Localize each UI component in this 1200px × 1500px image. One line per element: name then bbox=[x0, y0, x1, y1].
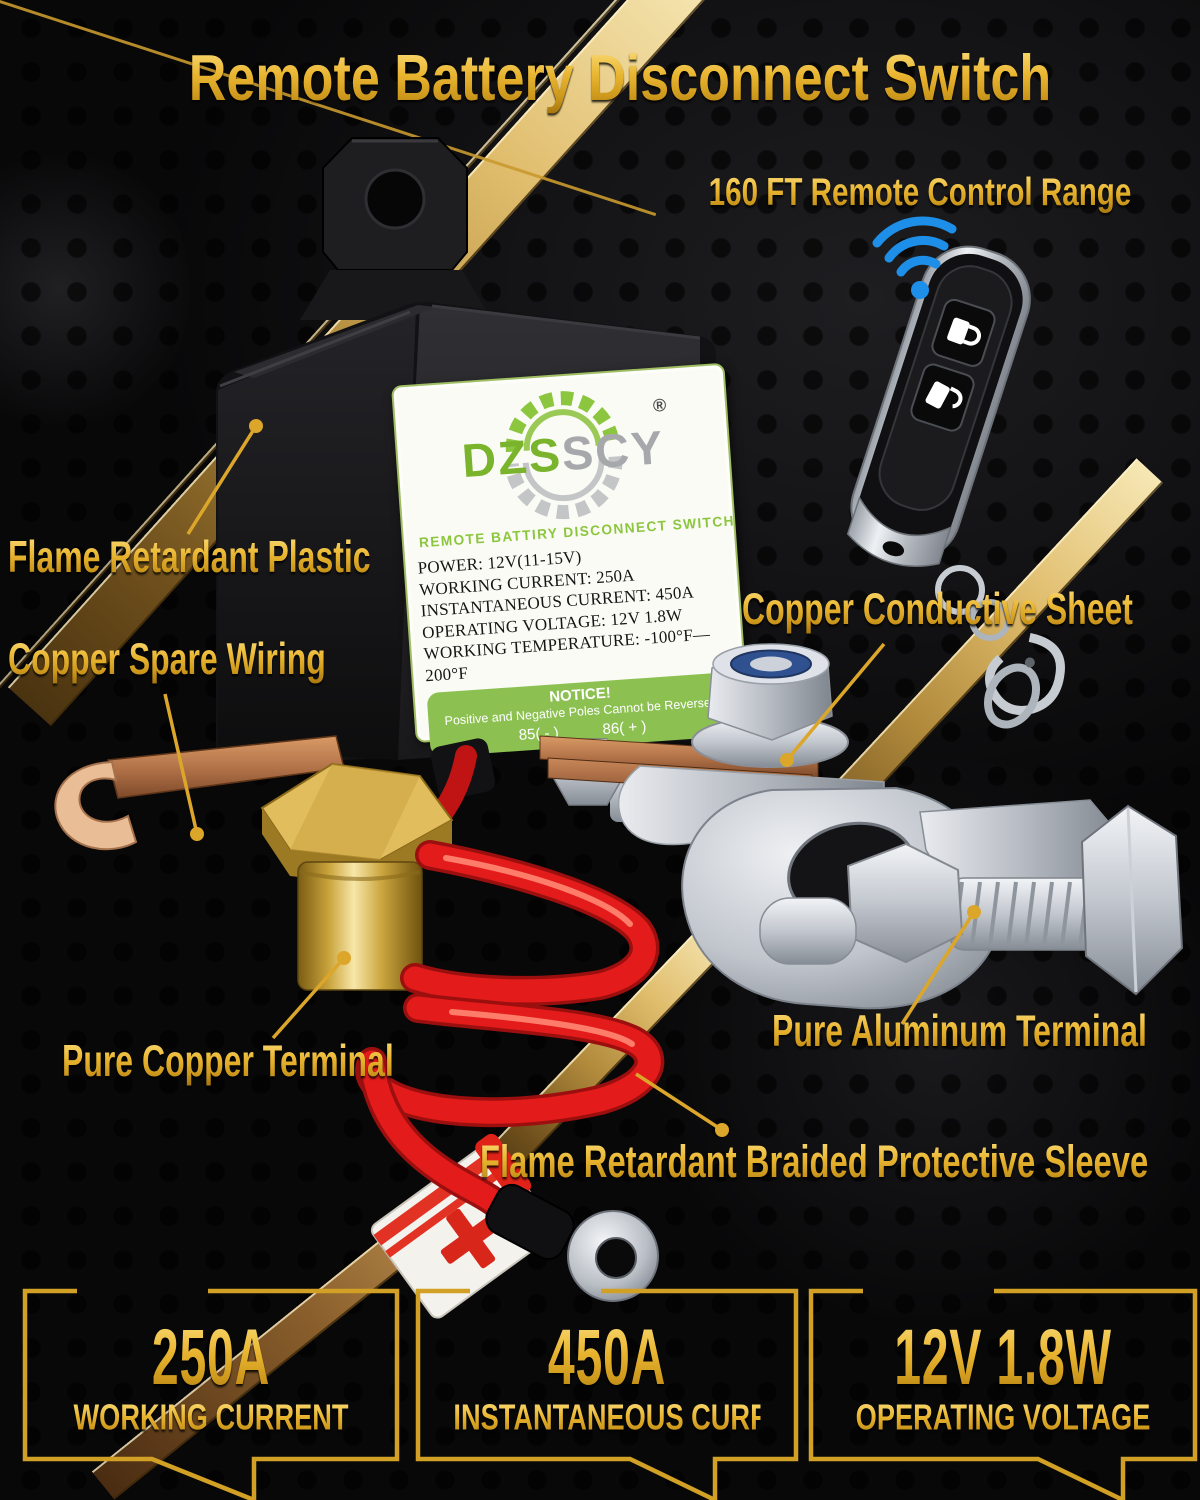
device-label: DZSSCY ® REMOTE BATTIRY DISCONNECT SWITC… bbox=[391, 362, 750, 758]
remote-control bbox=[846, 245, 1065, 729]
badge-value: 250A bbox=[75, 1312, 347, 1403]
plus-icon bbox=[440, 1208, 501, 1269]
mounting-bracket bbox=[300, 137, 492, 320]
wifi-signal-icon bbox=[872, 216, 957, 299]
remote-range-label: 160 FT Remote Control Range bbox=[680, 170, 1160, 215]
ring-terminal bbox=[485, 1183, 659, 1302]
lock-closed-icon bbox=[947, 317, 981, 346]
page-title: Remote Battery Disconnect Switch bbox=[158, 42, 1082, 116]
terminal-bolt bbox=[759, 804, 1184, 996]
bracket-hole bbox=[364, 168, 426, 230]
red-wire-coil bbox=[355, 840, 665, 1128]
badge-operating-voltage: 12V 1.8W OPERATING VOLTAGE bbox=[808, 1288, 1198, 1500]
badge-value: 450A bbox=[469, 1312, 745, 1403]
badge-value: 12V 1.8W bbox=[863, 1312, 1144, 1403]
callout-copper-conductive-sheet: Copper Conductive Sheet bbox=[742, 584, 1133, 634]
callout-braided-sleeve: Flame Retardant Braided Protective Sleev… bbox=[480, 1136, 1149, 1187]
lock-open-icon bbox=[925, 381, 963, 409]
flange-lock-nut bbox=[691, 643, 849, 768]
lobster-clasp bbox=[984, 632, 1065, 729]
callout-flame-retardant-plastic: Flame Retardant Plastic bbox=[8, 532, 371, 582]
pure-copper-terminal bbox=[260, 762, 454, 991]
badge-label: WORKING CURRENT bbox=[60, 1398, 362, 1439]
gear-logo-icon bbox=[504, 391, 623, 520]
callout-pure-copper-terminal: Pure Copper Terminal bbox=[62, 1036, 394, 1086]
callout-copper-spare-wiring: Copper Spare Wiring bbox=[8, 634, 326, 684]
callout-pure-aluminum-terminal: Pure Aluminum Terminal bbox=[772, 1006, 1147, 1056]
badge-label: INSTANTANEOUS CURRENT bbox=[453, 1398, 825, 1438]
key-ring bbox=[935, 565, 1011, 641]
badge-label: OPERATING VOLTAGE bbox=[847, 1398, 1159, 1439]
badge-frame bbox=[808, 1288, 1198, 1500]
badge-frame bbox=[22, 1288, 400, 1500]
badge-instantaneous-current: 450A INSTANTANEOUS CURRENT bbox=[415, 1288, 825, 1500]
badge-frame bbox=[415, 1288, 799, 1500]
badge-working-current: 250A WORKING CURRENT bbox=[22, 1288, 400, 1500]
leader-lines bbox=[163, 419, 981, 1137]
copper-spare-wiring bbox=[54, 735, 345, 851]
pure-aluminum-terminal bbox=[617, 765, 1184, 1010]
